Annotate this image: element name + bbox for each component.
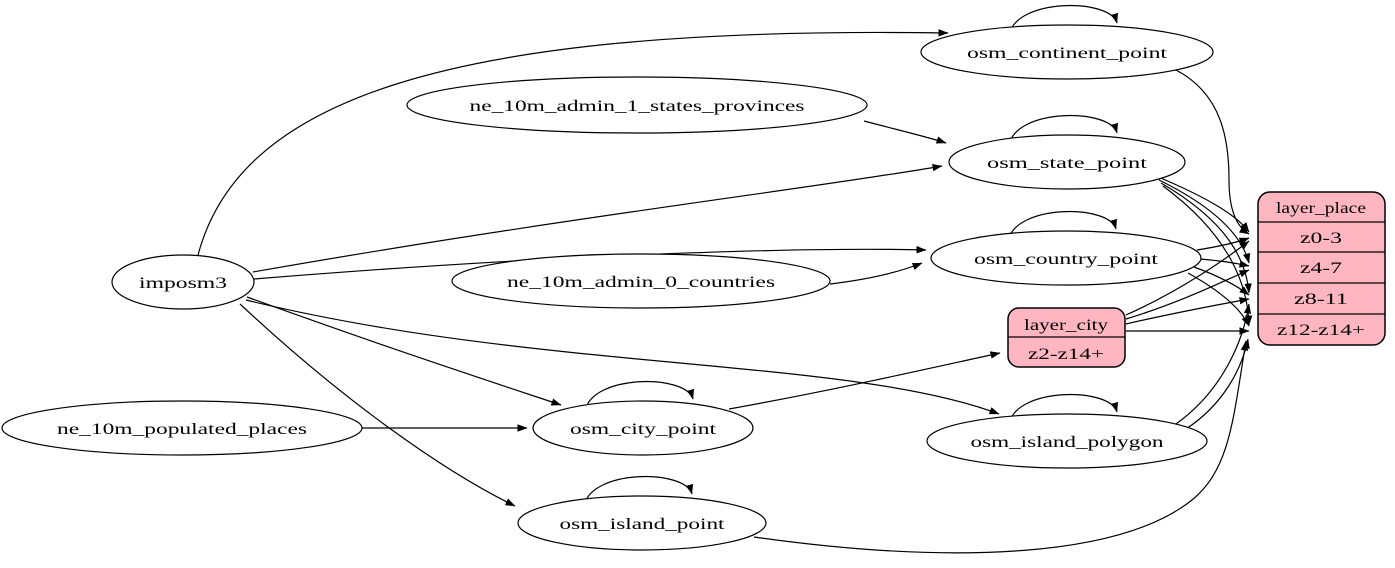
node-osm_state_point-shape	[948, 134, 1186, 190]
node-osm_country_point-label: osm_country_point	[974, 251, 1159, 268]
node-ne_10m_admin_0_countries-label: ne_10m_admin_0_countries	[507, 274, 775, 291]
edge-imposm3-to-osm_island_polygon	[245, 299, 1000, 415]
node-osm_island_point-label: osm_island_point	[560, 516, 726, 533]
self-loop-osm_island_point	[583, 475, 693, 507]
node-ne_10m_admin_1_states_provinces: ne_10m_admin_1_states_provinces	[406, 76, 868, 134]
node-osm_city_point-shape	[532, 400, 754, 456]
node-osm_city_point-label: osm_city_point	[570, 421, 717, 438]
edge-osm_country_point-to-layer_place-z4-7	[1199, 258, 1250, 268]
edge-osm_state_point-to-layer_place-z4-7	[1158, 179, 1251, 264]
edge-layer_city-to-layer_place-z4-7	[1125, 269, 1250, 320]
node-ne_10m_populated_places-shape	[1, 400, 363, 456]
edge-osm_state_point-to-layer_place-z8-11	[1160, 182, 1252, 294]
node-imposm3: imposm3	[111, 254, 255, 310]
self-loop-osm_country_point	[1007, 210, 1117, 242]
node-ne_10m_admin_1_states_provinces-label: ne_10m_admin_1_states_provinces	[470, 98, 805, 115]
node-ne_10m_populated_places: ne_10m_populated_places	[1, 400, 363, 456]
record-layer_place-row-z12-z14: z12-z14+	[1277, 322, 1365, 339]
node-osm_continent_point-shape	[920, 24, 1214, 80]
record-layer_place: layer_place z0-3 z4-7 z8-11 z12-z14+	[1257, 191, 1386, 346]
node-osm_state_point-label: osm_state_point	[987, 155, 1148, 172]
record-layer_city-header: layer_city	[1024, 317, 1108, 334]
edge-osm_country_point-to-layer_place-z12-z14	[1187, 272, 1250, 327]
node-imposm3-shape	[111, 254, 255, 310]
node-osm_island_polygon-shape	[926, 413, 1208, 469]
edge-osm_country_point-to-layer_place-z0-3	[1196, 237, 1250, 251]
edge-imposm3-to-osm_island_point	[239, 303, 516, 507]
record-layer_place-row-z4-7: z4-7	[1300, 260, 1342, 277]
node-imposm3-label: imposm3	[139, 275, 227, 292]
edge-osm_continent_point-to-layer_place-z0-3	[1175, 69, 1250, 235]
node-osm_city_point: osm_city_point	[532, 400, 754, 456]
record-layer_place-row-z8-11: z8-11	[1294, 291, 1348, 308]
node-osm_state_point: osm_state_point	[948, 134, 1186, 190]
record-layer_place-header: layer_place	[1276, 200, 1366, 217]
edge-osm_island_point-to-layer_place-z12-z14	[753, 340, 1249, 554]
node-osm_country_point: osm_country_point	[930, 230, 1202, 286]
edge-osm_country_point-to-layer_place-z8-11	[1193, 266, 1250, 296]
self-loop-osm_city_point	[584, 380, 694, 412]
edges	[196, 4, 1253, 554]
edge-layer_city-to-layer_place-z8-11	[1125, 297, 1250, 325]
edge-osm_city_point-to-layer_city-z2	[728, 351, 1001, 410]
record-layer_city-row-z2-z14: z2-z14+	[1028, 346, 1104, 363]
edge-ne_10m_admin_1_states_provinces-to-osm_state_point	[863, 120, 947, 144]
node-ne_10m_admin_0_countries-shape	[451, 253, 831, 309]
node-osm_island_point: osm_island_point	[517, 495, 767, 551]
node-osm_island_polygon-label: osm_island_polygon	[971, 434, 1164, 451]
self-loop-osm_island_polygon	[1008, 393, 1118, 425]
node-ne_10m_admin_1_states_provinces-shape	[406, 76, 868, 134]
node-osm_continent_point: osm_continent_point	[920, 24, 1214, 80]
record-layer_place-box	[1257, 191, 1386, 346]
edge-ne_10m_admin_0_countries-to-osm_country_point	[829, 262, 923, 285]
edge-imposm3-to-osm_city_point	[246, 296, 562, 406]
edge-layer_city-to-layer_place-z0-3	[1125, 240, 1250, 316]
record-layer_place-row-z0-3: z0-3	[1300, 230, 1342, 247]
node-osm_island_point-shape	[517, 495, 767, 551]
self-loop-osm_state_point	[1008, 114, 1118, 146]
self-loop-osm_continent_point	[1008, 4, 1118, 36]
node-ne_10m_populated_places-label: ne_10m_populated_places	[57, 421, 307, 438]
edge-osm_island_polygon-to-layer_place-z8-11	[1175, 303, 1252, 425]
node-osm_continent_point-label: osm_continent_point	[967, 45, 1168, 62]
edge-imposm3-to-osm_state_point	[252, 164, 943, 273]
node-osm_island_polygon: osm_island_polygon	[926, 413, 1208, 469]
edge-imposm3-to-osm_continent_point	[196, 29, 949, 260]
edge-osm_state_point-to-layer_place-z0-3	[1155, 175, 1250, 233]
node-ne_10m_admin_0_countries: ne_10m_admin_0_countries	[451, 253, 831, 309]
node-osm_country_point-shape	[930, 230, 1202, 286]
record-layer_city: layer_city z2-z14+	[1007, 307, 1126, 368]
